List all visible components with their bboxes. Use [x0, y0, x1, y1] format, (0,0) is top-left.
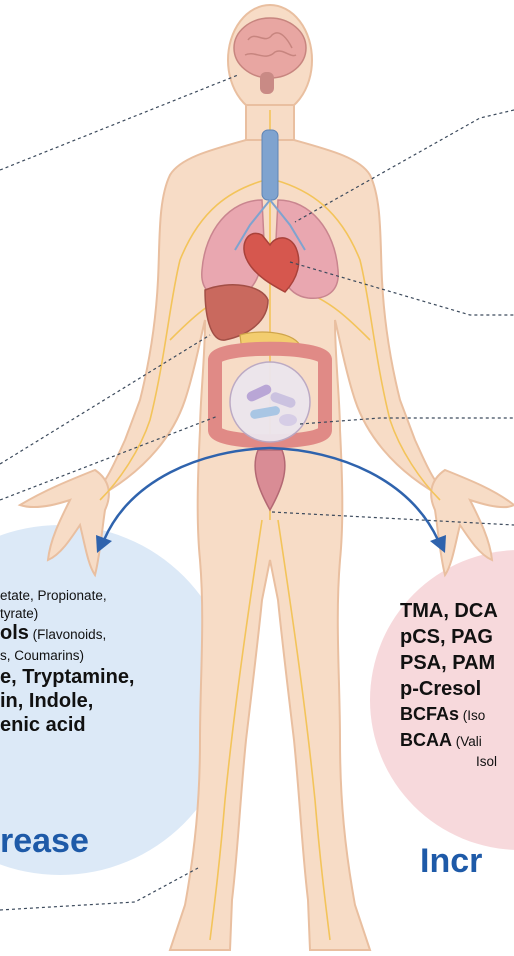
decrease-item-7: enic acid — [0, 714, 86, 737]
decrease-item-1: etate, Propionate, — [0, 588, 107, 603]
decrease-item-3: ols (Flavonoids, — [0, 622, 106, 645]
decrease-item-3-small: (Flavonoids, — [29, 627, 106, 642]
decrease-item-5: e, Tryptamine, — [0, 666, 135, 689]
increase-item-7: Isol — [476, 754, 497, 769]
decrease-item-4: s, Coumarins) — [0, 648, 84, 663]
increase-item-5-small: (Iso — [459, 708, 485, 723]
gut-microbiome — [230, 362, 310, 442]
increase-item-3: PSA, PAM — [400, 652, 495, 675]
increase-item-2: pCS, PAG — [400, 626, 493, 649]
trachea — [262, 130, 278, 200]
decrease-item-6: in, Indole, — [0, 690, 93, 713]
increase-item-6: BCAA (Vali — [400, 730, 482, 751]
increase-item-4: p-Cresol — [400, 678, 481, 701]
increase-item-5-bold: BCFAs — [400, 704, 459, 724]
increase-item-6-small: (Vali — [452, 734, 482, 749]
decrease-item-2: tyrate) — [0, 606, 38, 621]
increase-item-5: BCFAs (Iso — [400, 704, 485, 725]
increase-heading: Incr — [420, 842, 482, 881]
decrease-item-3-bold: ols — [0, 622, 29, 644]
increase-item-1: TMA, DCA — [400, 600, 498, 623]
decrease-heading: rease — [0, 822, 89, 861]
increase-item-6-bold: BCAA — [400, 730, 452, 750]
